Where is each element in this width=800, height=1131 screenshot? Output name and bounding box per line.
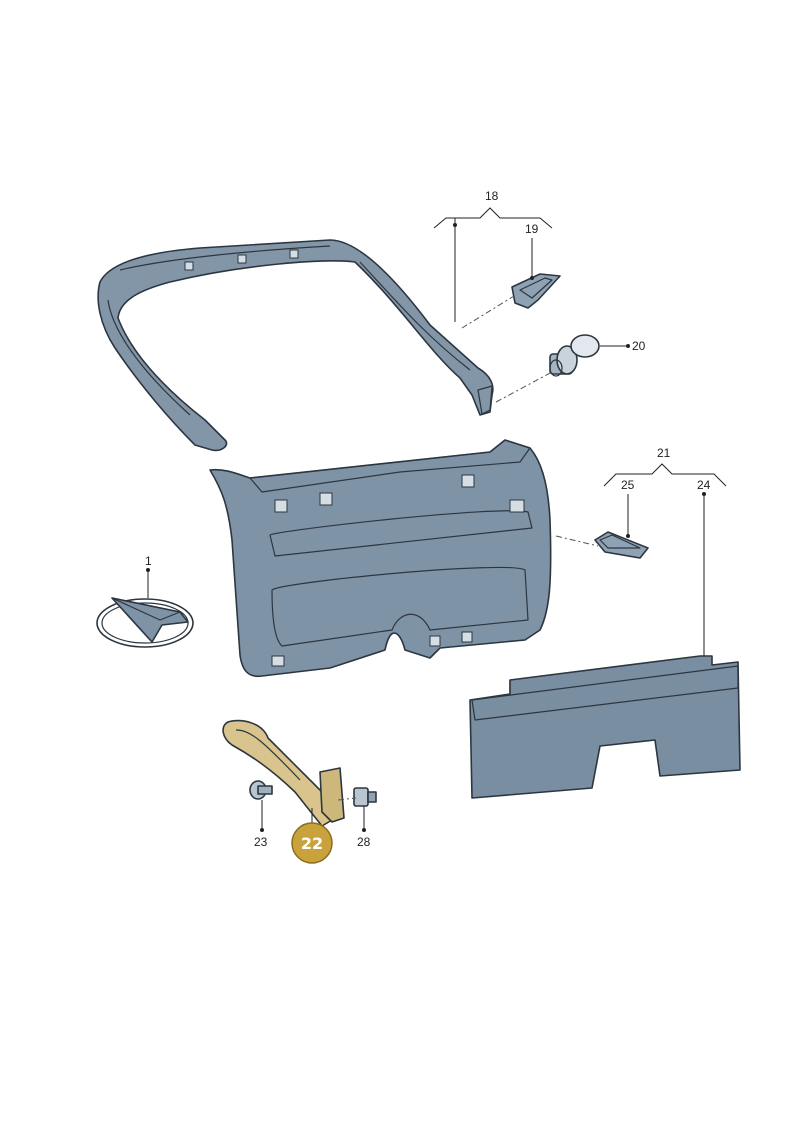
part-23-screw[interactable]: [249, 780, 273, 800]
frame-clip: [289, 249, 299, 259]
callout-20: 20: [632, 339, 646, 353]
part-20-push-rivet[interactable]: [549, 334, 600, 377]
part-18-upper-frame-trim[interactable]: [97, 239, 494, 452]
leader-lines: [146, 207, 727, 832]
callout-28: 28: [357, 835, 371, 849]
callout-23: 23: [254, 835, 268, 849]
frame-clip: [237, 254, 247, 264]
callout-24: 24: [697, 478, 711, 492]
part-28-clip-nut[interactable]: [353, 787, 377, 807]
panel-clip: [319, 492, 333, 506]
assembly-line-25: [555, 535, 599, 547]
frame-clip: [184, 261, 194, 271]
callout-1: 1: [145, 554, 152, 568]
part-22-grab-handle[interactable]: [222, 719, 345, 827]
assembly-line-28: [337, 797, 357, 801]
tailgate-trim-panel[interactable]: [209, 439, 552, 678]
callout-22-badge[interactable]: 22: [291, 822, 333, 864]
panel-clip: [274, 499, 288, 513]
assembly-line-20: [495, 371, 553, 403]
assembly-line-19: [461, 295, 515, 329]
callout-25: 25: [621, 478, 635, 492]
callout-19: 19: [525, 222, 539, 236]
part-19-clip[interactable]: [511, 273, 561, 309]
callout-18: 18: [485, 189, 499, 203]
panel-clip: [509, 499, 525, 513]
panel-clip: [461, 631, 473, 643]
panel-clip: [461, 474, 475, 488]
part-24-lower-panel[interactable]: [469, 655, 741, 799]
callout-21: 21: [657, 446, 671, 460]
part-1-emblem[interactable]: [96, 597, 194, 648]
part-25-clip[interactable]: [594, 531, 649, 559]
panel-clip: [429, 635, 441, 647]
panel-clip: [271, 655, 285, 667]
callout-22: 22: [301, 834, 323, 853]
